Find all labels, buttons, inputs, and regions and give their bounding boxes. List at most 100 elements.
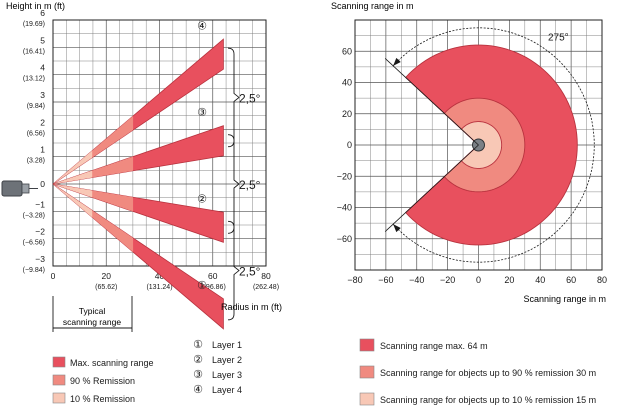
x-tick-sublabel: (262.48) (253, 284, 279, 291)
layer-beam-90 (53, 184, 134, 212)
y-tick-label: 20 (342, 109, 352, 119)
x-tick-label: 20 (504, 275, 514, 285)
layer-beam-10 (53, 184, 93, 218)
layer-marker: ④ (197, 21, 207, 33)
layer-legend-marker: ① (193, 339, 203, 351)
legend-label: 90 % Remission (70, 376, 135, 386)
angle-label: 2,5° (239, 91, 261, 105)
x-tick-label: 40 (535, 275, 545, 285)
y-tick-sublabel: (−9.84) (23, 267, 45, 274)
top-view-chart: Scanning range in m 275° −80 −60 −60 −40 −40… (331, 1, 607, 406)
side-view-chart: Height in m (ft) 6(19.69)5(16.41)4(13.12… (1, 1, 282, 404)
angle-bracket (227, 220, 240, 321)
fov-limit-line (384, 144, 479, 232)
layer-legend-marker: ④ (193, 384, 203, 396)
typical-range-label-1: Typical (79, 306, 106, 316)
x-tick-label: 60 (566, 275, 576, 285)
layer-beam-10 (53, 150, 93, 184)
angle-label: 2,5° (239, 178, 261, 192)
y-tick-label: −3 (35, 254, 45, 264)
x-tick-label: −40 (409, 275, 424, 285)
layer-legend-marker: ② (193, 354, 203, 366)
layer-marker: ③ (197, 107, 207, 119)
field-of-view-arc (392, 27, 595, 263)
range-legend: Max. scanning range 90 % Remission 10 % Re… (52, 356, 154, 404)
angle-label: 2,5° (239, 265, 261, 279)
legend-label: Max. scanning range (70, 358, 154, 368)
y-tick-label: 1 (40, 145, 45, 155)
x-tick-label: 80 (597, 275, 607, 285)
y-tick-sublabel: (9.84) (27, 103, 45, 110)
typical-range-bracket: Typical scanning range (52, 296, 133, 332)
side-view-y-axis-label: Height in m (ft) (6, 1, 65, 11)
legend-swatch (52, 374, 66, 386)
y-tick-label: 4 (40, 63, 45, 73)
legend-label: Scanning range for objects up to 10 % re… (380, 395, 596, 405)
x-tick-label: −20 (440, 275, 455, 285)
y-tick-sublabel: (6.56) (27, 130, 45, 137)
legend-swatch (359, 365, 375, 379)
fov-limit-line (384, 58, 479, 146)
y-tick-label: −20 (337, 171, 352, 181)
top-view-sectors: 275° (384, 27, 595, 263)
layer-beam-10 (53, 170, 93, 184)
layer-marker: ① (197, 280, 207, 292)
legend-swatch (52, 356, 66, 368)
y-tick-label: −1 (35, 199, 45, 209)
y-tick-sublabel: (16.41) (23, 48, 45, 55)
y-tick-sublabel: (13.12) (23, 76, 45, 83)
x-tick-label: 40 (155, 271, 165, 281)
sensor-icon (1, 180, 38, 197)
layer-beam (52, 125, 224, 185)
x-tick-sublabel: (65.62) (95, 284, 117, 291)
y-tick-sublabel: (−6.56) (23, 240, 45, 247)
top-view-x-axis-label: Scanning range in m (523, 294, 606, 304)
y-tick-label: 0 (347, 140, 352, 150)
layer-legend-label: Layer 2 (212, 355, 242, 365)
legend-swatch (359, 392, 375, 406)
y-tick-label: 3 (40, 90, 45, 100)
legend-label: Scanning range max. 64 m (380, 341, 488, 351)
x-tick-label: 0 (476, 275, 481, 285)
side-view-y-ticks: 6(19.69)5(16.41)4(13.12)3(9.84)2(6.56)1(… (23, 8, 46, 274)
y-tick-label: −2 (35, 227, 45, 237)
y-tick-label: 40 (342, 78, 352, 88)
arrowhead (393, 57, 401, 66)
x-tick-label: −80 (347, 275, 362, 285)
x-tick-label: 80 (261, 271, 271, 281)
side-view-beams: ④ ③ ② ① (52, 21, 224, 330)
legend-swatch (359, 338, 375, 352)
x-tick-sublabel: (196.86) (200, 284, 226, 291)
layer-legend-label: Layer 4 (212, 385, 242, 395)
y-tick-label: 60 (342, 46, 352, 56)
arrowhead (393, 224, 401, 233)
side-view-x-axis-label: Radius in m (ft) (221, 302, 282, 312)
x-tick-sublabel: (131.24) (146, 284, 172, 291)
y-tick-label: −40 (337, 203, 352, 213)
x-tick-label: −60 (378, 275, 393, 285)
layer-legend-label: Layer 1 (212, 340, 242, 350)
legend-swatch (52, 392, 66, 404)
layer-beam-10 (53, 184, 93, 198)
plot-frame (354, 19, 603, 271)
top-view-ticks: −80 −60 −60 −40 −40 −20 −20 0 0 20 20 40 40 60 60 80 (337, 46, 607, 285)
legend-label: 10 % Remission (70, 394, 135, 404)
fov-label: 275° (548, 32, 569, 43)
layer-beam-90 (53, 156, 134, 184)
layer-marker: ② (197, 194, 207, 206)
angle-bracket (227, 134, 240, 234)
layer-beam (52, 183, 224, 330)
angle-bracket (227, 47, 240, 148)
y-tick-label: −60 (337, 234, 352, 244)
y-tick-sublabel: (3.28) (27, 158, 45, 165)
top-view-legend: Scanning range max. 64 m Scanning range f… (359, 338, 596, 406)
y-tick-sublabel: (19.69) (23, 21, 45, 28)
y-tick-label: 2 (40, 117, 45, 127)
layer-angle-annotations: 2,5° 2,5° 2,5° (227, 47, 261, 321)
layer-legend-label: Layer 3 (212, 370, 242, 380)
top-view-title: Scanning range in m (331, 1, 414, 11)
y-tick-label: 6 (40, 8, 45, 18)
